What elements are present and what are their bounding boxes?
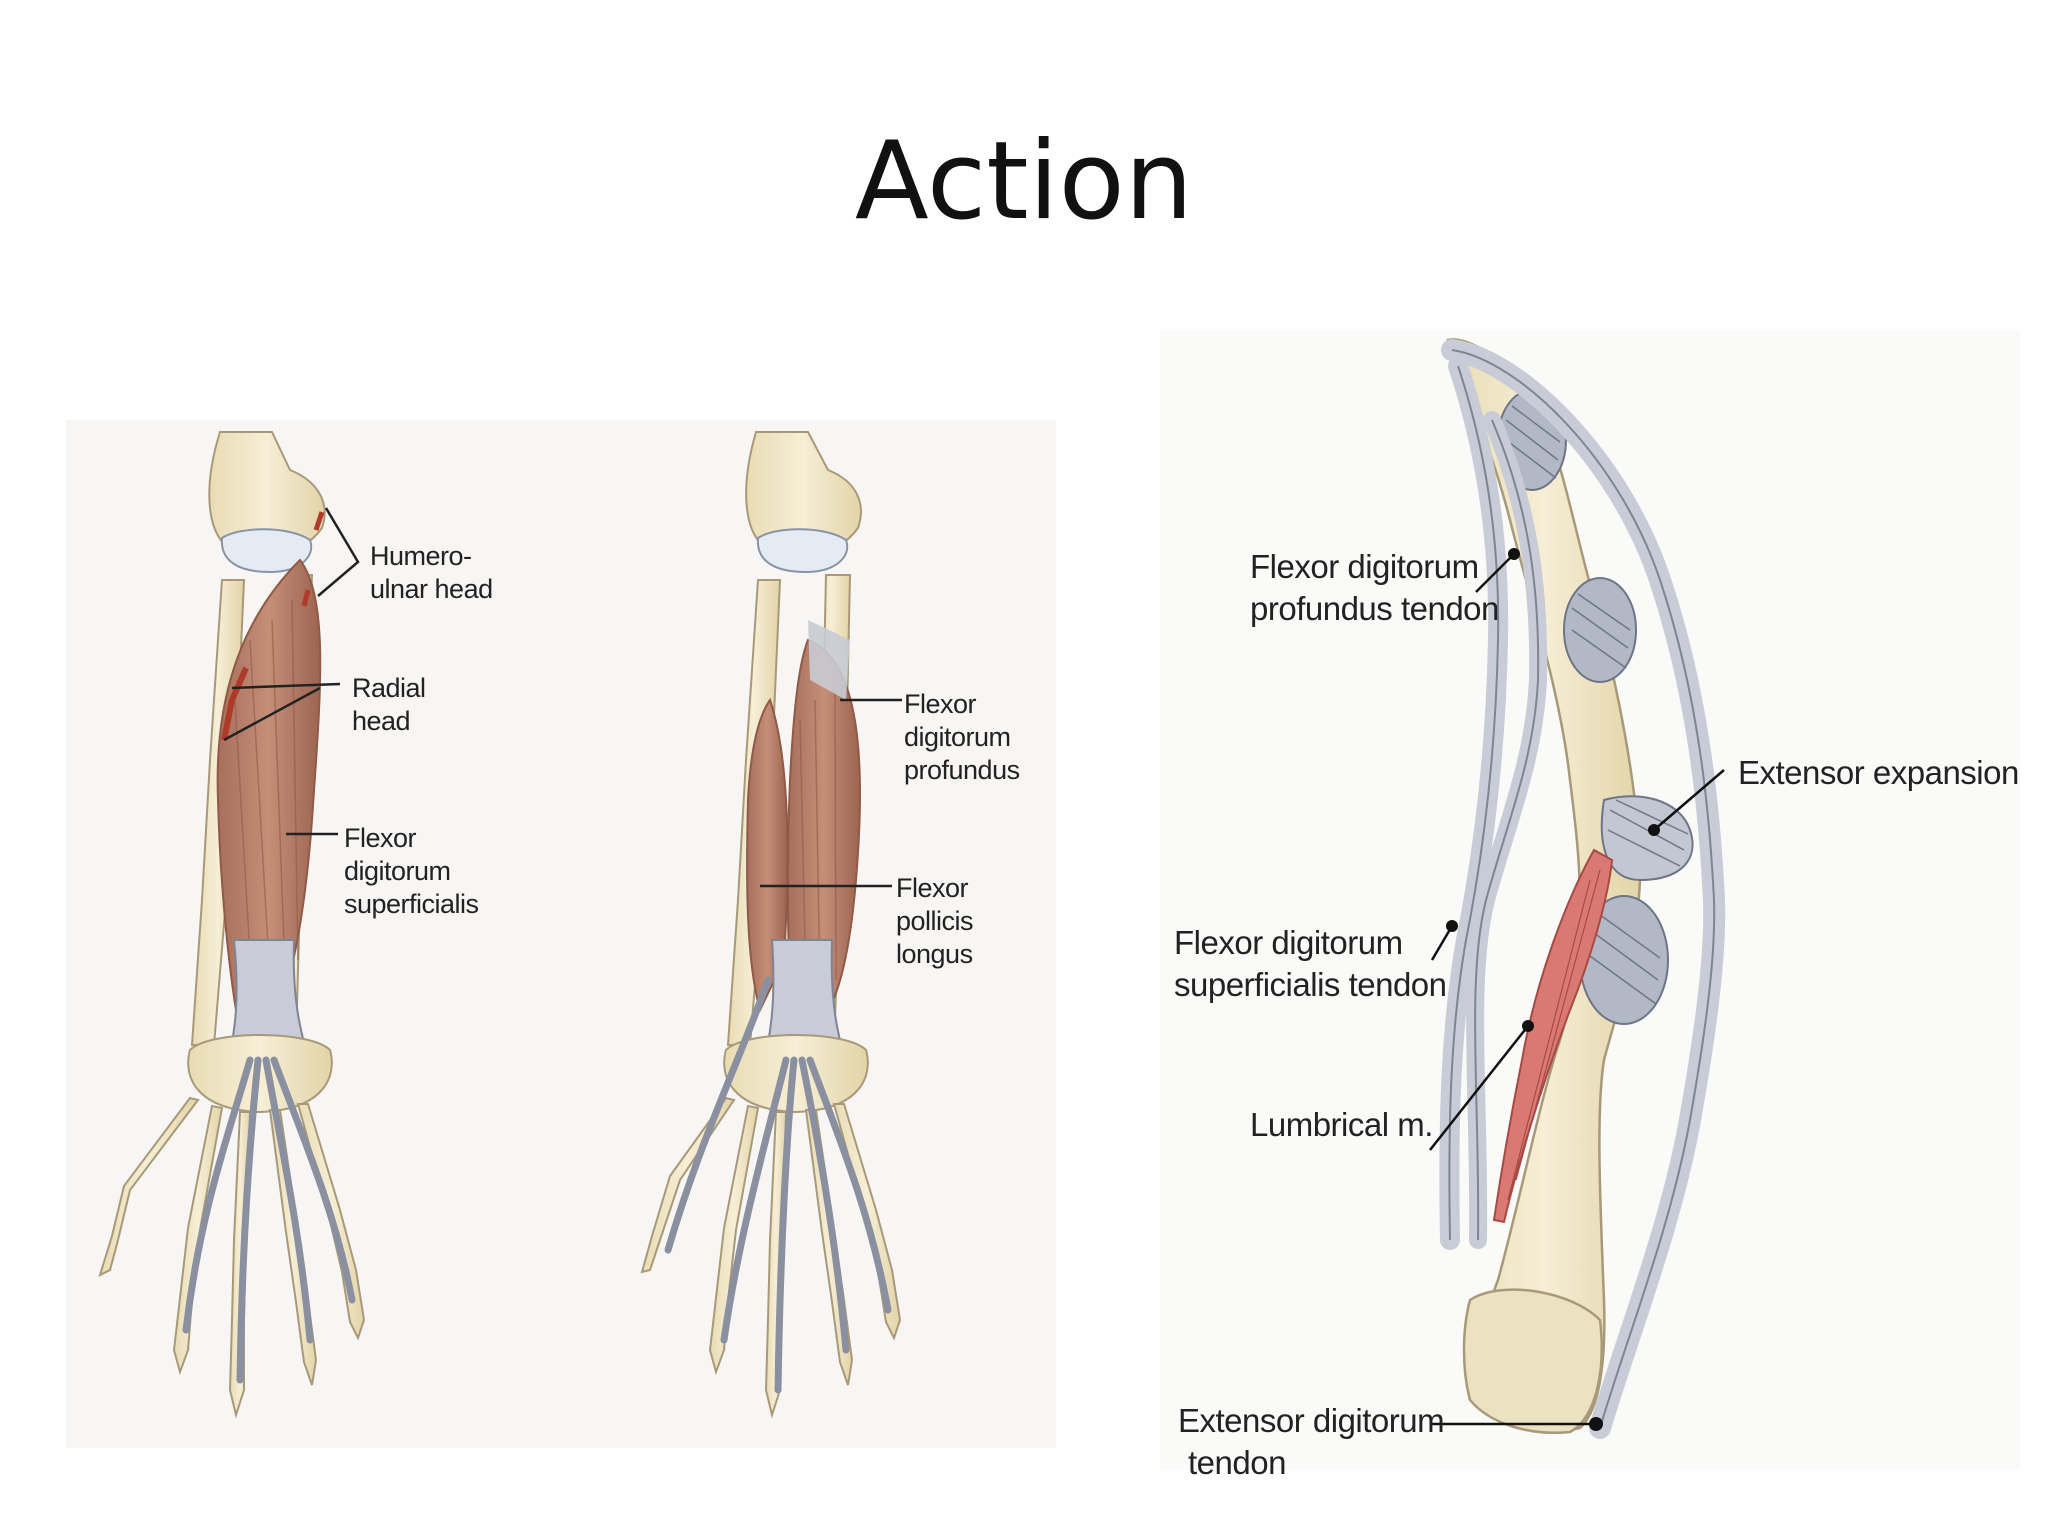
label-fds-tendon: Flexor digitorum superficialis tendon xyxy=(1174,924,1447,1003)
deep-leader-lines xyxy=(760,698,902,888)
label-flexor-digitorum-superficialis: Flexor digitorum superficialis xyxy=(344,823,479,919)
trochlea-cartilage xyxy=(220,528,313,574)
label-extensor-digitorum-tendon: Extensor digitorum tendon xyxy=(1178,1402,1445,1481)
fdp-finger-tendons xyxy=(664,976,892,1394)
fdp-aponeurosis xyxy=(808,620,850,700)
label-radial-head: Radial head xyxy=(352,673,426,736)
lumbrical-muscle xyxy=(1492,848,1614,1224)
radial-origin-mark xyxy=(221,666,249,741)
finger-leader-lines xyxy=(1429,553,1725,1426)
hand-bones-deep xyxy=(640,1096,902,1419)
label-flexor-digitorum-profundus: Flexor digitorum profundus xyxy=(904,689,1020,785)
flexor-pollicis-longus-muscle xyxy=(746,697,789,1013)
slide-title: Action xyxy=(854,119,1194,244)
label-lumbrical: Lumbrical m. xyxy=(1250,1106,1433,1143)
finger-lateral-figure xyxy=(1439,338,1726,1439)
label-fdp-tendon: Flexor digitorum profundus tendon xyxy=(1250,548,1499,627)
pip-joint-capsule xyxy=(1563,577,1637,683)
hand-bones xyxy=(98,1096,366,1419)
forearm-superficial-figure xyxy=(98,431,366,1419)
trochlea-cartilage-deep xyxy=(756,528,849,574)
fds-finger-tendons xyxy=(182,1056,356,1384)
label-extensor-expansion: Extensor expansion xyxy=(1738,754,2019,791)
humero-ulnar-origin-mark xyxy=(301,511,325,607)
finger-leader-dots xyxy=(1446,548,1660,1431)
label-flexor-pollicis-longus: Flexor pollicis longus xyxy=(896,873,974,969)
metacarpal-head xyxy=(1462,1288,1603,1434)
label-humero-ulnar-head: Humero- ulnar head xyxy=(370,541,493,604)
superficial-leader-lines xyxy=(223,507,360,836)
forearm-deep-figure xyxy=(640,431,902,1419)
